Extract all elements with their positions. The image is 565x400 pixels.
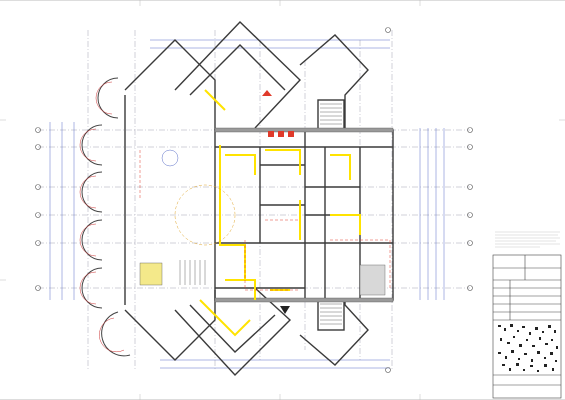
- red-dashed-lines: [139, 149, 391, 291]
- hatched-sections: [139, 127, 394, 303]
- title-block: [492, 254, 562, 399]
- grid-markers: [35, 27, 473, 373]
- notes-block: [495, 231, 560, 248]
- red-markup: [262, 90, 294, 314]
- grid-lines: [38, 30, 470, 370]
- title-block-stamp: [498, 324, 558, 372]
- stairs: [179, 103, 342, 325]
- dimension-lines: [49, 39, 445, 369]
- walls: [124, 21, 394, 377]
- bay-windows: [79, 77, 131, 357]
